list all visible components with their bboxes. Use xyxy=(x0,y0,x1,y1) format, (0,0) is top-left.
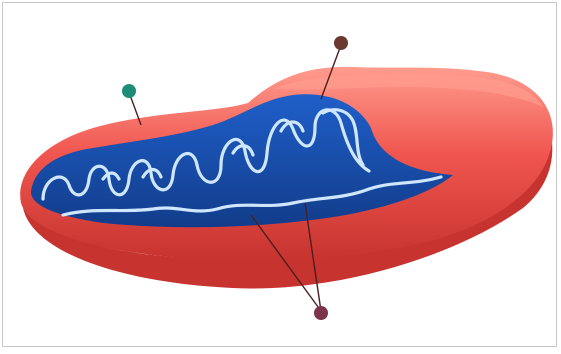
marker-inner-membrane xyxy=(334,36,348,50)
diagram-frame xyxy=(2,2,557,347)
marker-cristae xyxy=(314,306,328,320)
marker-outer-membrane xyxy=(122,84,136,98)
mitochondrion-diagram xyxy=(3,3,561,354)
